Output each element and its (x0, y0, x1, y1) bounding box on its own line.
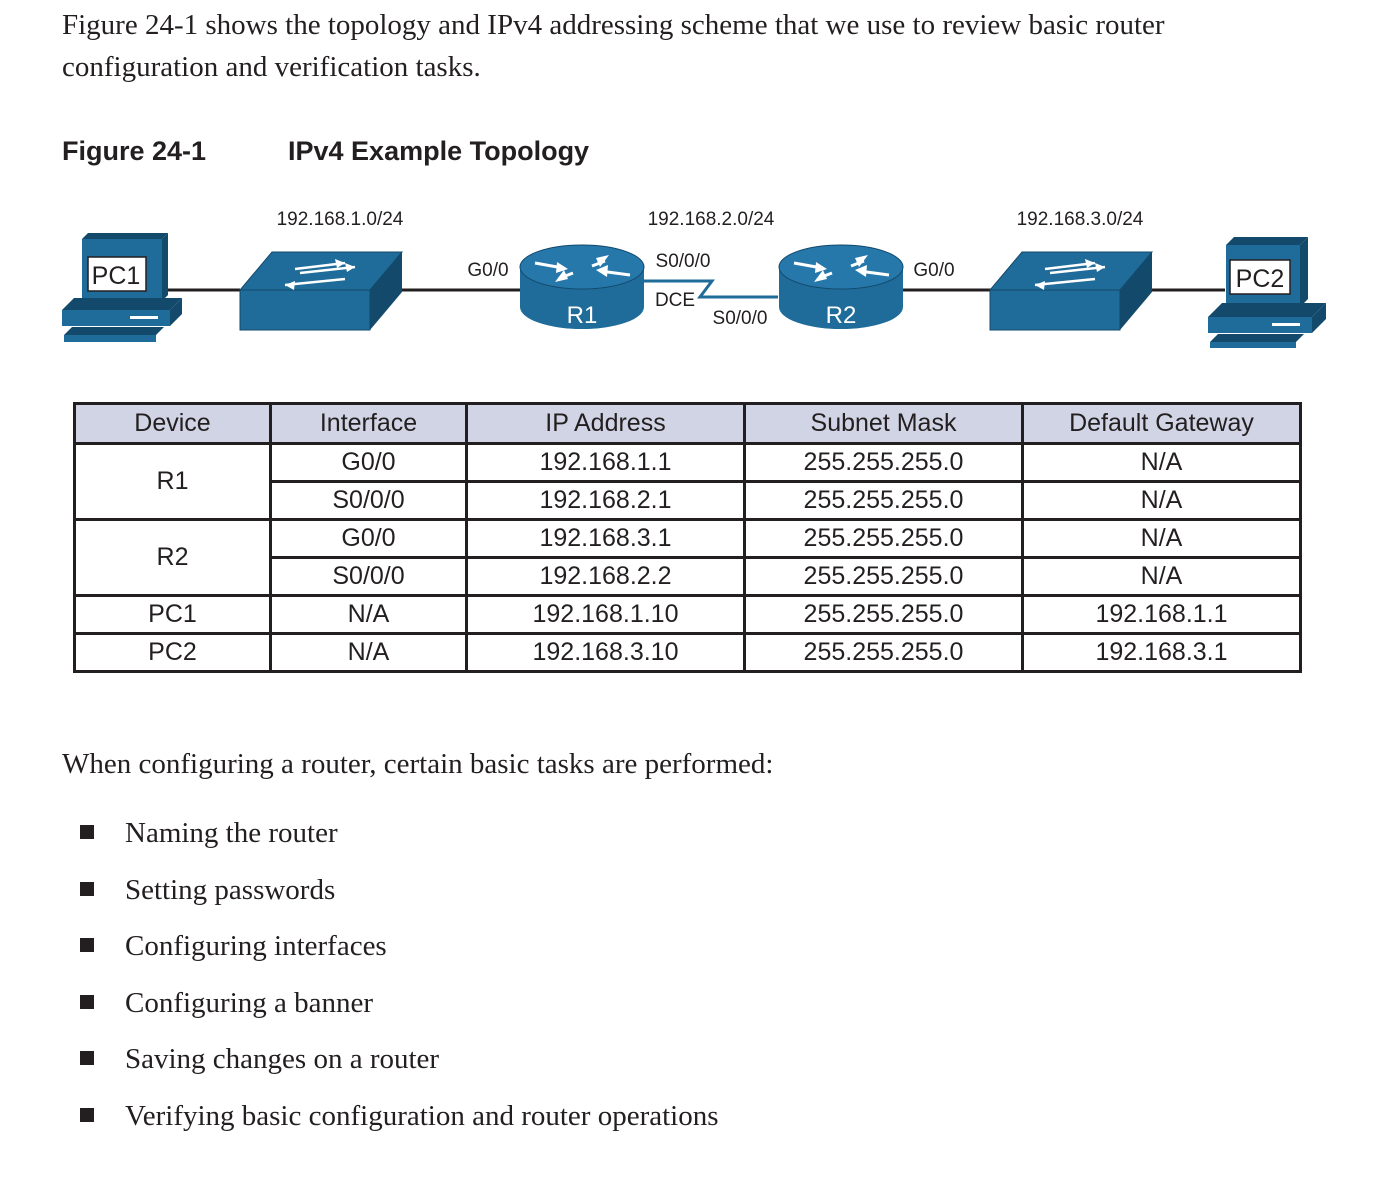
cell-device: R1 (73, 442, 272, 521)
cell-gateway: N/A (1021, 556, 1302, 597)
task-text: Saving changes on a router (125, 1043, 440, 1075)
network-label-1: 192.168.1.0/24 (277, 209, 404, 230)
r1-g00-label: G0/0 (467, 260, 508, 281)
cell-ip: 192.168.3.1 (465, 518, 746, 559)
r1-label: R1 (567, 302, 598, 329)
pc2-label: PC2 (1236, 265, 1285, 293)
r2-g00-label: G0/0 (913, 260, 954, 281)
addressing-table: Device Interface IP Address Subnet Mask … (73, 402, 1302, 673)
bullet-icon (80, 994, 94, 1009)
header-device: Device (73, 402, 272, 445)
router-r2-icon (778, 244, 904, 329)
bullet-icon (80, 881, 94, 896)
task-text: Naming the router (125, 817, 338, 849)
table-header-row: Device Interface IP Address Subnet Mask … (73, 402, 1302, 445)
task-text: Configuring a banner (125, 986, 374, 1019)
header-ip-address: IP Address (465, 402, 746, 445)
table-row: PC2 N/A 192.168.3.10 255.255.255.0 192.1… (73, 632, 1302, 673)
cell-mask: 255.255.255.0 (743, 480, 1024, 521)
task-text: Verifying basic configuration and router… (125, 1099, 719, 1132)
cell-ip: 192.168.3.10 (465, 632, 746, 673)
cell-device: R2 (73, 518, 272, 597)
table-row: R1 G0/0 192.168.1.1 255.255.255.0 N/A (73, 442, 1302, 521)
network-label-3: 192.168.3.0/24 (1017, 209, 1144, 230)
cell-mask: 255.255.255.0 (743, 442, 1024, 483)
table-row: S0/0/0 192.168.2.2 255.255.255.0 N/A (75, 556, 1302, 597)
bullet-icon (80, 825, 94, 839)
tasks-intro: When configuring a router, certain basic… (62, 748, 774, 780)
cell-interface: N/A (269, 632, 468, 673)
bullet-icon (80, 1051, 94, 1065)
task-text: Setting passwords (125, 873, 336, 906)
bullet-icon (80, 1107, 94, 1122)
header-default-gateway: Default Gateway (1021, 402, 1302, 445)
table-row: PC1 N/A 192.168.1.10 255.255.255.0 192.1… (73, 594, 1302, 635)
cell-mask: 255.255.255.0 (743, 632, 1024, 673)
cell-device: PC1 (73, 594, 272, 635)
r2-s000-label: S0/0/0 (713, 308, 768, 329)
cell-gateway: N/A (1021, 442, 1302, 483)
cell-interface: S0/0/0 (269, 480, 468, 521)
link-serial-r1-r2 (643, 279, 778, 299)
topology-diagram: PC1 R1 R2 (62, 209, 1326, 348)
pc2-icon (1208, 237, 1326, 348)
cell-interface: G0/0 (269, 442, 468, 483)
cell-mask: 255.255.255.0 (743, 594, 1024, 635)
cell-mask: 255.255.255.0 (743, 518, 1024, 559)
switch1-icon (238, 251, 404, 331)
pc1-label: PC1 (92, 262, 141, 290)
figure-title: IPv4 Example Topology (288, 136, 590, 166)
header-interface: Interface (269, 402, 468, 445)
pc1-icon (62, 233, 182, 342)
cell-gateway: N/A (1021, 518, 1302, 559)
bullet-icon (80, 938, 94, 952)
table-row: R2 G0/0 192.168.3.1 255.255.255.0 N/A (73, 518, 1302, 597)
cell-gateway: N/A (1021, 480, 1302, 521)
r1-s000-label: S0/0/0 (656, 251, 711, 272)
switch3-icon (988, 251, 1154, 331)
header-subnet-mask: Subnet Mask (743, 402, 1024, 445)
cell-ip: 192.168.2.1 (465, 480, 746, 521)
r2-label: R2 (826, 302, 857, 329)
cell-ip: 192.168.2.2 (465, 556, 746, 597)
router-r1-icon (519, 244, 645, 329)
cell-gateway: 192.168.1.1 (1021, 594, 1302, 635)
cell-ip: 192.168.1.10 (465, 594, 746, 635)
figure-number: Figure 24-1 (62, 136, 207, 166)
network-label-2: 192.168.2.0/24 (648, 209, 775, 230)
cell-gateway: 192.168.3.1 (1021, 632, 1302, 673)
cell-interface: G0/0 (269, 518, 468, 559)
cell-ip: 192.168.1.1 (465, 442, 746, 483)
figure-caption: Figure 24-1 IPv4 Example Topology (62, 136, 589, 167)
cell-device: PC2 (73, 632, 272, 673)
cell-interface: N/A (269, 594, 468, 635)
task-text: Configuring interfaces (125, 930, 387, 962)
cell-mask: 255.255.255.0 (743, 556, 1024, 597)
dce-label: DCE (655, 290, 695, 311)
cell-interface: S0/0/0 (269, 556, 468, 597)
table-row: S0/0/0 192.168.2.1 255.255.255.0 N/A (75, 480, 1302, 521)
intro-paragraph: Figure 24-1 shows the topology and IPv4 … (62, 9, 1165, 83)
